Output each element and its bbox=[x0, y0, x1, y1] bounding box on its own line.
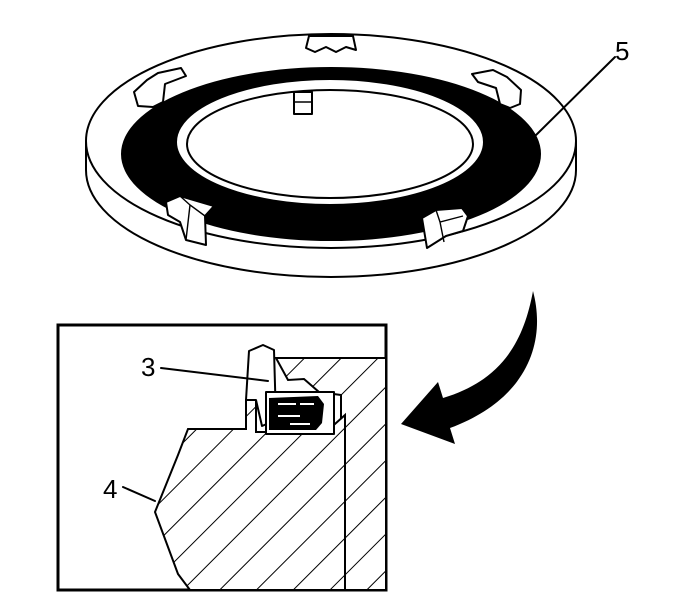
callout-5: 5 bbox=[615, 36, 629, 66]
curved-arrow bbox=[401, 291, 538, 444]
retaining-tab bbox=[305, 35, 357, 53]
ring-assembly: 5 bbox=[85, 33, 629, 278]
retaining-tab bbox=[293, 91, 313, 115]
detail-inset: 3 4 bbox=[56, 323, 388, 592]
inner-bore-outer bbox=[175, 78, 485, 206]
retaining-tab bbox=[133, 67, 187, 108]
seal-band bbox=[121, 67, 541, 241]
callout-3: 3 bbox=[141, 352, 155, 382]
retaining-tab bbox=[471, 69, 522, 109]
leader-line-3 bbox=[160, 367, 269, 382]
inner-bore-inner bbox=[186, 89, 474, 199]
leader-line-5 bbox=[531, 56, 616, 140]
curved-arrow-body bbox=[401, 291, 538, 444]
callout-4: 4 bbox=[103, 474, 117, 504]
seal-lip-highlight bbox=[278, 403, 314, 425]
retaining-tab bbox=[421, 207, 469, 249]
retaining-tab bbox=[165, 195, 215, 246]
leader-line-4 bbox=[122, 486, 156, 502]
